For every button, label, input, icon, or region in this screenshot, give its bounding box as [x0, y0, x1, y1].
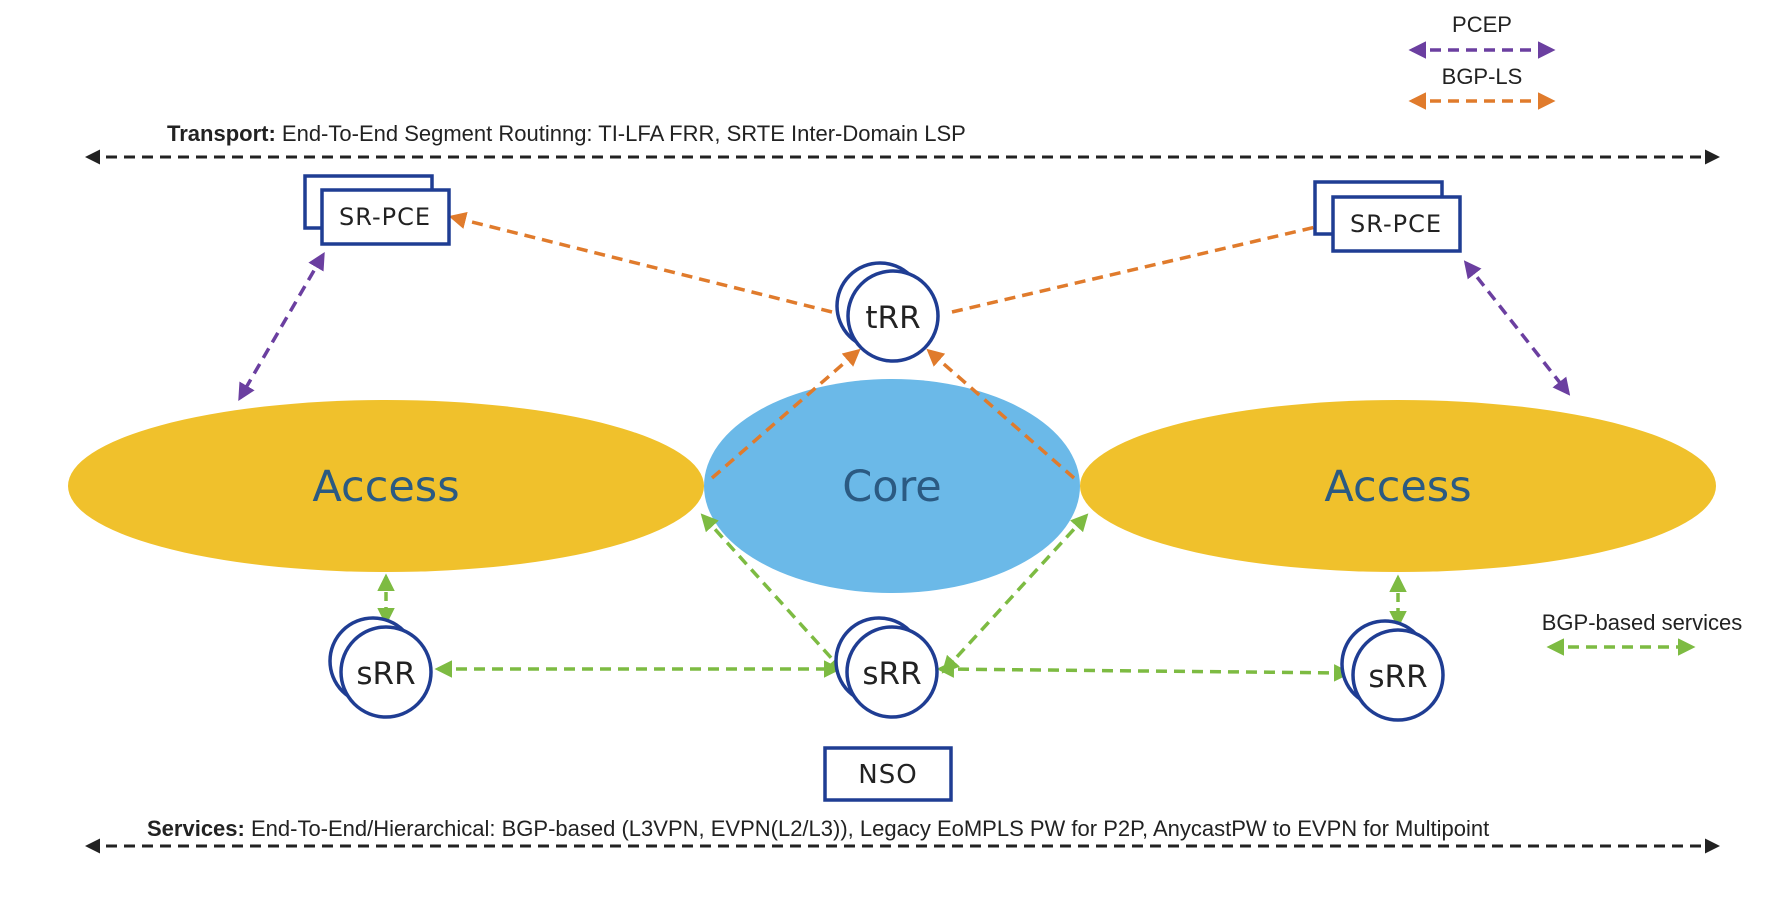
sr-pce-right-label: SR-PCE — [1350, 210, 1442, 238]
services-bold: Services: — [147, 816, 245, 841]
sr-pce-left-node: SR-PCE — [303, 174, 451, 246]
bgpls-link-trr-right-pce — [951, 217, 1337, 314]
access-left-domain — [68, 400, 704, 572]
bgpls-link-core-left-trr — [710, 348, 861, 480]
srr-right-label: sRR — [1368, 659, 1427, 695]
transport-text: End-To-End Segment Routinng: TI-LFA FRR,… — [276, 121, 966, 146]
trr-node: tRR — [835, 261, 940, 363]
pcep-link-right — [1463, 260, 1571, 396]
transport-bold: Transport: — [167, 121, 276, 146]
transport-caption: Transport: End-To-End Segment Routinng: … — [167, 121, 966, 146]
core-label: Core — [842, 462, 942, 512]
bgp-link-srr-center-right — [936, 660, 1352, 682]
services-text: End-To-End/Hierarchical: BGP-based (L3VP… — [245, 816, 1489, 841]
bgpls-link-trr-left-pce — [448, 211, 833, 314]
pcep-links — [238, 251, 1571, 402]
srr-center-node: sRR — [834, 616, 939, 719]
domains: Access Core Access — [68, 379, 1716, 593]
services-caption: Services: End-To-End/Hierarchical: BGP-b… — [147, 816, 1489, 841]
access-left-label: Access — [312, 462, 459, 512]
nso-node: NSO — [823, 746, 953, 802]
legend-bgpls-label: BGP-LS — [1442, 64, 1523, 89]
srr-left-label: sRR — [356, 656, 415, 692]
legend-pcep-label: PCEP — [1452, 12, 1512, 37]
trr-label: tRR — [865, 300, 920, 336]
sr-pce-left-label: SR-PCE — [339, 203, 431, 231]
bgp-service-links — [377, 513, 1407, 682]
srr-left-node: sRR — [328, 616, 433, 719]
legend-bgp-services-label: BGP-based services — [1542, 610, 1743, 635]
access-right-label: Access — [1324, 462, 1471, 512]
srr-center-label: sRR — [862, 656, 921, 692]
services-layer: Services: End-To-End/Hierarchical: BGP-b… — [85, 816, 1720, 854]
legend: PCEP BGP-LS BGP-based services — [1408, 12, 1743, 656]
sr-pce-right-node: SR-PCE — [1313, 180, 1462, 253]
access-right-domain — [1080, 400, 1716, 572]
bgpls-links — [448, 211, 1337, 480]
pcep-link-left — [238, 251, 325, 402]
srr-right-node: sRR — [1340, 619, 1445, 722]
nso-label: NSO — [858, 760, 917, 790]
transport-layer: Transport: End-To-End Segment Routinng: … — [85, 121, 1720, 165]
bgpls-link-core-right-trr — [926, 348, 1076, 480]
